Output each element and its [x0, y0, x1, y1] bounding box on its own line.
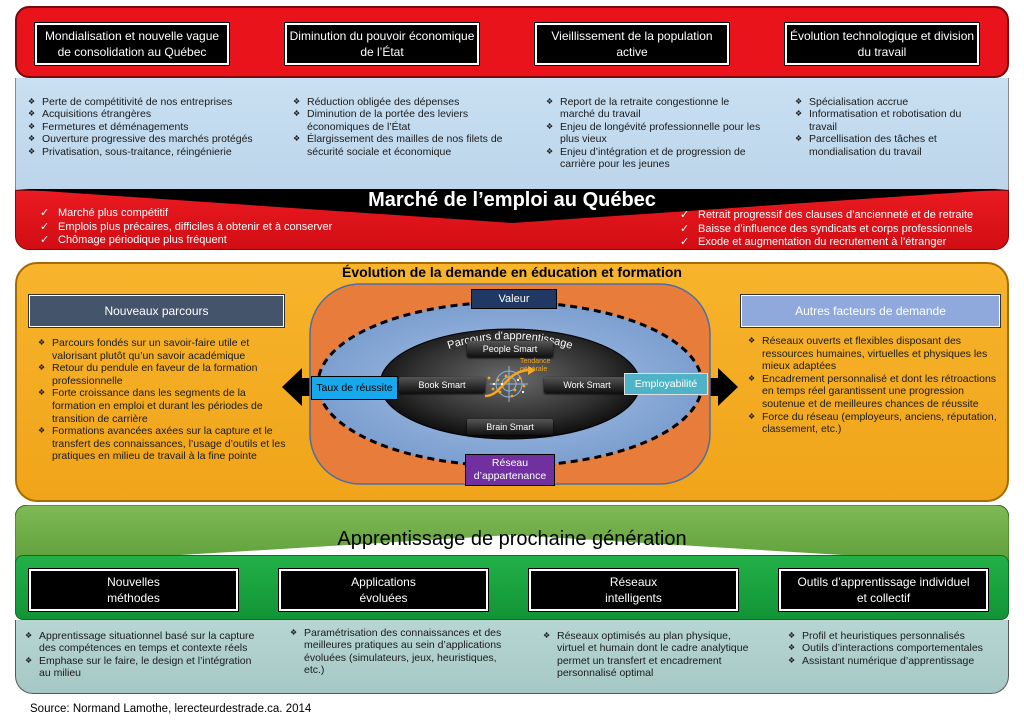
- list-item: ❖Acquisitions étrangères: [28, 108, 152, 121]
- reseau-appartenance-box: Réseau d’appartenance: [465, 454, 555, 486]
- employabilite-box: Employabilité: [624, 373, 708, 395]
- list-item: ❖Retour du pendule en faveur de la forma…: [38, 362, 258, 387]
- taux-reussite-box: Taux de réussite: [311, 376, 398, 400]
- market-triangle: [15, 189, 1009, 223]
- autres-facteurs-list: ❖Réseaux ouverts et flexibles disposant …: [748, 335, 998, 436]
- nouveaux-parcours-header: Nouveaux parcours: [29, 295, 284, 327]
- list-item: ❖Informatisation et robotisation du trav…: [795, 108, 962, 133]
- brain-smart-label: Brain Smart: [467, 419, 553, 435]
- list-item: ❖Formations avancées axées sur la captur…: [38, 425, 286, 463]
- valeur-box: Valeur: [471, 289, 557, 309]
- top-list-2: ❖Réduction obligée des dépenses ❖Diminut…: [293, 96, 518, 158]
- top-blue-panel: [15, 78, 1009, 190]
- bottom-list-2: ❖Paramétrisation des connaissances et de…: [290, 627, 515, 677]
- bottom-title: Apprentissage de prochaine génération: [337, 528, 687, 550]
- bottom-list-3: ❖Réseaux optimisés au plan physique, vir…: [543, 630, 753, 680]
- market-title: Marché de l’emploi au Québec: [368, 189, 656, 211]
- book-smart-label: Book Smart: [399, 377, 485, 393]
- top-box-3: Vieillissement de la population active: [535, 23, 729, 65]
- bottom-box-3: Réseaux intelligents: [529, 569, 738, 611]
- source-text: Source: Normand Lamothe, lerecteurdestra…: [30, 703, 312, 715]
- bottom-list-1: ❖Apprentissage situationnel basé sur la …: [25, 630, 265, 680]
- bottom-list-4: ❖Profil et heuristiques personnalisés ❖O…: [788, 630, 998, 667]
- list-item: ✓Marché plus compétitif: [40, 207, 169, 219]
- list-item: ❖Force du réseau (employeurs, anciens, r…: [748, 410, 997, 436]
- list-item: ❖Outils d’interactions comportementales: [788, 642, 983, 655]
- top-list-1: ❖Perte de compétitivité de nos entrepris…: [28, 96, 268, 158]
- list-item: ❖Enjeu d’intégration et de progression d…: [546, 145, 746, 171]
- list-item: ✓Chômage périodique plus fréquent: [40, 234, 227, 246]
- list-item: ❖Emphase sur le faire, le design et l’in…: [25, 654, 252, 680]
- people-smart-label: People Smart: [467, 341, 553, 357]
- bottom-box-2: Applications évoluées: [279, 569, 488, 611]
- list-item: ✓Baisse d’influence des syndicats et cor…: [680, 222, 973, 235]
- tendance-label: Tendance générale: [520, 358, 551, 373]
- bottom-teal-panel: [15, 620, 1009, 694]
- bottom-box-4: Outils d’apprentissage individuel et col…: [779, 569, 988, 611]
- list-item: ❖Fermetures et déménagements: [28, 120, 189, 133]
- list-item: ❖Parcellisation des tâches et mondialisa…: [795, 133, 937, 158]
- list-item: ❖Perte de compétitivité de nos entrepris…: [28, 96, 233, 108]
- list-item: ❖Réduction obligée des dépenses: [293, 96, 460, 108]
- left-arrow: [282, 368, 312, 406]
- market-right-list: ✓Retrait progressif des clauses d’ancien…: [680, 209, 1010, 250]
- list-item: ❖Enjeu de longévité professionnelle pour…: [546, 120, 761, 146]
- list-item: ❖Spécialisation accrue: [795, 96, 909, 108]
- list-item: ❖Report de la retraite congestionne le m…: [546, 96, 730, 121]
- autres-facteurs-header: Autres facteurs de demande: [741, 295, 1000, 327]
- list-item: ❖Forte croissance dans les segments de l…: [38, 387, 263, 425]
- top-box-4: Évolution technologique et division du t…: [785, 23, 979, 65]
- list-item: ❖Paramétrisation des connaissances et de…: [290, 627, 502, 677]
- list-item: ❖Assistant numérique d’apprentissage: [788, 654, 975, 667]
- market-left-list: ✓Marché plus compétitif ✓Emplois plus pr…: [40, 207, 440, 248]
- work-smart-label: Work Smart: [544, 377, 630, 393]
- list-item: ✓Emplois plus précaires, difficiles à ob…: [40, 220, 333, 233]
- list-item: ❖Réseaux optimisés au plan physique, vir…: [543, 630, 749, 680]
- list-item: ✓Retrait progressif des clauses d’ancien…: [680, 209, 974, 221]
- middle-title: Évolution de la demande en éducation et …: [342, 264, 682, 280]
- top-list-3: ❖Report de la retraite congestionne le m…: [546, 96, 761, 170]
- top-box-1: Mondialisation et nouvelle vague de cons…: [35, 23, 229, 65]
- right-arrow: [708, 368, 738, 406]
- list-item: ❖Privatisation, sous-traitance, réingéni…: [28, 145, 232, 158]
- list-item: ❖Apprentissage situationnel basé sur la …: [25, 630, 255, 655]
- list-item: ❖Encadrement personnalisé et dont les ré…: [748, 372, 997, 410]
- bottom-box-1: Nouvelles méthodes: [29, 569, 238, 611]
- list-item: ❖Diminution de la portée des leviers éco…: [293, 108, 469, 133]
- list-item: ❖Profil et heuristiques personnalisés: [788, 630, 965, 642]
- list-item: ❖Élargissement des mailles de nos filets…: [293, 133, 503, 158]
- list-item: ❖Parcours fondés sur un savoir-faire uti…: [38, 337, 250, 362]
- top-list-4: ❖Spécialisation accrue ❖Informatisation …: [795, 96, 985, 158]
- top-section: [15, 6, 1009, 250]
- list-item: ✓Exode et augmentation du recrutement à …: [680, 236, 947, 248]
- top-box-2: Diminution du pouvoir économique de l’Ét…: [285, 23, 479, 65]
- nouveaux-parcours-list: ❖Parcours fondés sur un savoir-faire uti…: [38, 337, 288, 463]
- list-item: ❖Réseaux ouverts et flexibles disposant …: [748, 335, 988, 373]
- list-item: ❖Ouverture progressive des marchés proté…: [28, 133, 253, 146]
